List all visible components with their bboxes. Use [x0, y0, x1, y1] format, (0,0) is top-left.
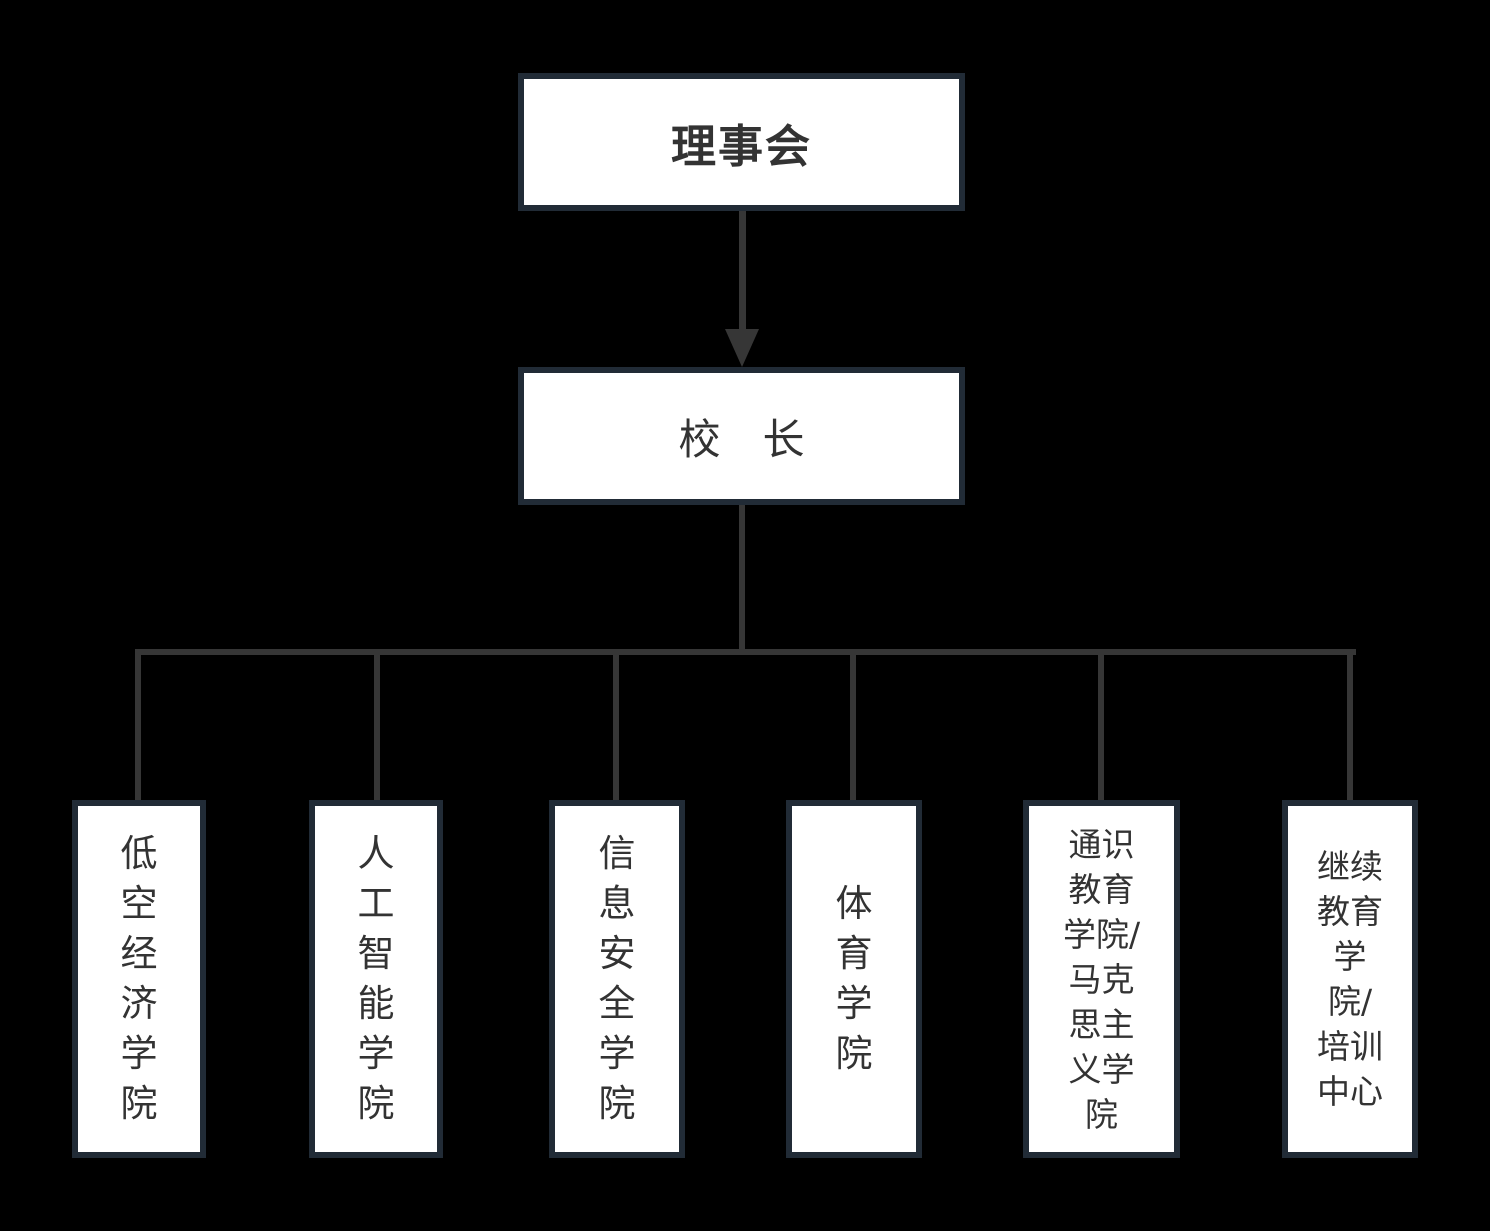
connector-drop-4	[850, 652, 856, 800]
connector-drop-3	[613, 652, 619, 800]
arrowhead-down-icon	[725, 329, 759, 367]
node-dept-label: 信 息 安 全 学 院	[598, 832, 636, 1125]
node-dept-label: 继续 教育 学 院/ 培训 中心	[1317, 847, 1383, 1111]
node-president: 校 长	[518, 367, 965, 505]
node-dept-label: 体 育 学 院	[835, 882, 873, 1075]
node-dept-artificial-intelligence: 人 工 智 能 学 院	[309, 800, 443, 1158]
node-president-label: 校 长	[678, 414, 805, 464]
connector-president-trunk	[739, 505, 745, 652]
connector-drop-5	[1098, 652, 1104, 800]
connector-drop-2	[374, 652, 380, 800]
connector-drop-1	[135, 652, 141, 800]
node-board-of-directors: 理事会	[518, 73, 965, 211]
node-dept-label: 通识 教育 学院/ 马克 思主 义学 院	[1062, 824, 1141, 1134]
node-dept-continuing-education-training: 继续 教育 学 院/ 培训 中心	[1282, 800, 1418, 1158]
connector-horizontal-bar	[135, 649, 1356, 655]
node-dept-information-security: 信 息 安 全 学 院	[549, 800, 685, 1158]
node-dept-label: 低 空 经 济 学 院	[120, 832, 158, 1125]
node-dept-low-altitude-economy: 低 空 经 济 学 院	[72, 800, 206, 1158]
node-dept-label: 人 工 智 能 学 院	[357, 832, 395, 1125]
node-board-label: 理事会	[670, 119, 812, 173]
connector-board-president	[739, 211, 746, 330]
node-dept-general-education-marxism: 通识 教育 学院/ 马克 思主 义学 院	[1023, 800, 1180, 1158]
connector-drop-6	[1347, 652, 1353, 800]
node-dept-physical-education: 体 育 学 院	[786, 800, 922, 1158]
